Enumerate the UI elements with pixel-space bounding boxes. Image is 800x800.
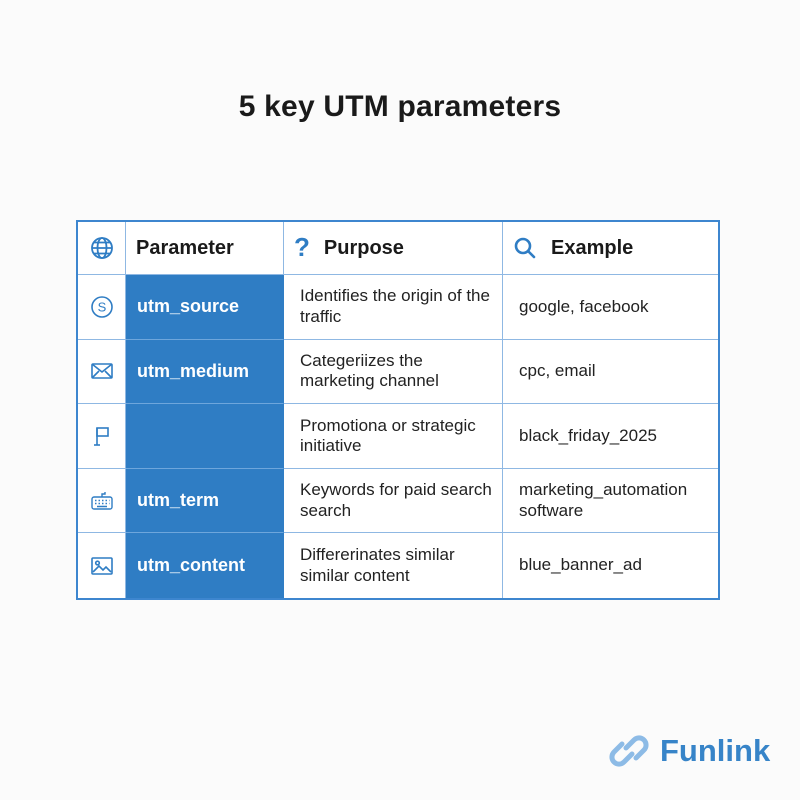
row-icon-cell: S [78, 275, 126, 340]
parameter-cell: utm_term [126, 468, 284, 534]
brand-name: Funlink [660, 733, 771, 768]
example-cell: cpc, email [503, 340, 718, 405]
question-mark-icon: ? [294, 232, 310, 263]
dollar-icon: S [90, 295, 113, 318]
purpose-cell: Categeriizes the marketing channel [284, 339, 503, 405]
example-cell: google, facebook [503, 275, 718, 340]
page-title: 5 key UTM parameters [238, 90, 562, 123]
purpose-cell: Promotiona or strategic initiative [284, 404, 503, 469]
parameter-cell: utm_medium [126, 339, 284, 405]
flag-icon [93, 427, 109, 446]
purpose-cell: Identifies the origin of the traffic [284, 275, 503, 340]
search-icon [513, 236, 537, 260]
header-example: Example [503, 222, 718, 275]
row-icon-cell [78, 468, 126, 534]
row-icon-cell [78, 339, 126, 405]
header-purpose: ? Purpose [284, 222, 503, 275]
row-icon-cell [78, 404, 126, 469]
globe-icon [90, 237, 113, 259]
parameter-cell: utm_source [126, 275, 284, 340]
parameter-cell: utm_content [126, 533, 284, 598]
purpose-cell: Differerinates similar similar content [284, 533, 503, 598]
keyboard-icon [90, 491, 113, 510]
purpose-cell: Keywords for paid search search [284, 468, 503, 534]
example-cell: black_friday_2025 [503, 404, 718, 469]
link-icon [609, 735, 649, 767]
image-icon [90, 556, 113, 575]
utm-parameters-table: Parameter ? Purpose Example S utm_source… [76, 220, 720, 600]
header-icon-cell [78, 222, 126, 275]
example-cell: blue_banner_ad [519, 555, 642, 575]
row-icon-cell [78, 533, 126, 598]
header-parameter: Parameter [126, 222, 284, 275]
brand-logo: Funlink [604, 728, 770, 774]
parameter-cell [126, 404, 284, 469]
example-cell: marketing_automation software [503, 469, 718, 534]
svg-text:S: S [97, 299, 106, 314]
envelope-icon [90, 363, 113, 380]
